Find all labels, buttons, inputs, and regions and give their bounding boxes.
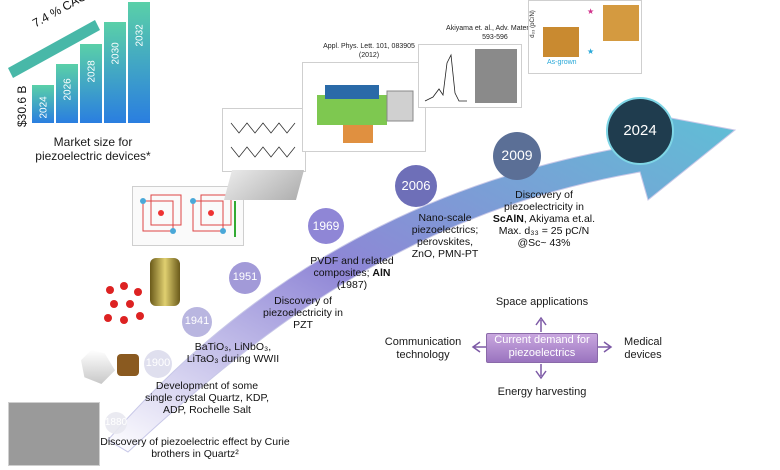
milestone-1969: PVDF and related composites; AlN (1987) bbox=[306, 255, 398, 291]
year-label-1951: 1951 bbox=[232, 271, 258, 283]
bar-label-2026: 2026 bbox=[62, 78, 74, 101]
market-base-value: $30.6 B bbox=[15, 85, 29, 127]
market-bar-chart bbox=[8, 2, 150, 123]
year-label-1941: 1941 bbox=[184, 315, 210, 327]
demand-energy: Energy harvesting bbox=[497, 386, 587, 398]
year-label-1969: 1969 bbox=[312, 219, 340, 233]
milestone-1880: Discovery of piezoelectric effect by Cur… bbox=[100, 436, 290, 460]
star-icon-pink: ★ bbox=[587, 7, 595, 16]
milestone-2009-bold: ScAlN bbox=[492, 213, 524, 225]
year-circle-2009 bbox=[493, 132, 541, 180]
inset-as-grown-label: As-grown bbox=[547, 59, 577, 66]
milestone-1951: Discovery of piezoelectricity in PZT bbox=[263, 295, 343, 331]
bar-label-2024: 2024 bbox=[38, 96, 50, 119]
milestone-2009: Discovery of piezoelectricity in ScAlN, … bbox=[486, 189, 602, 249]
pfm-map-left bbox=[543, 27, 579, 57]
star-icon-blue: ★ bbox=[587, 47, 595, 56]
aln-device-image bbox=[302, 62, 426, 152]
year-label-1880: 1880 bbox=[104, 417, 128, 428]
market-caption: Market size for piezoelectric devices* bbox=[35, 135, 151, 163]
scaln-plot-image bbox=[418, 44, 522, 108]
year-circle-1951 bbox=[229, 262, 261, 294]
quartz-crystal-image bbox=[75, 320, 145, 390]
milestone-2009-text: Discovery of piezoelectricity in bbox=[504, 189, 584, 213]
milestone-1900: Development of some single crystal Quart… bbox=[144, 380, 270, 416]
year-label-1900: 1900 bbox=[145, 357, 171, 369]
year-circle-2024 bbox=[606, 97, 674, 165]
crystal-structure-icon bbox=[100, 280, 148, 328]
pfm-inset-image: ★ ★ d₃₃ (pC/N) As-grown bbox=[528, 0, 642, 74]
milestone-2009-after: , Akiyama et.al. Max. d₃₃ = 25 pC/N @Sc~… bbox=[498, 213, 596, 249]
market-bar-2028 bbox=[80, 44, 102, 123]
year-circle-1900 bbox=[144, 350, 172, 378]
bar-label-2030: 2030 bbox=[110, 42, 122, 65]
milestone-2006: Nano-scale piezoelectrics; perovskites, … bbox=[411, 212, 479, 260]
year-circle-1941 bbox=[182, 307, 212, 337]
inset-ylabel: d₃₃ (pC/N) bbox=[529, 10, 536, 38]
milestone-1969-text: PVDF and related composites; bbox=[310, 255, 394, 279]
arrow-down bbox=[535, 364, 547, 380]
curie-photo bbox=[8, 402, 100, 466]
reference-apl: Appl. Phys. Lett. 101, 083905 (2012) bbox=[323, 43, 415, 59]
arrow-right bbox=[598, 341, 613, 353]
reference-akiyama: Akiyama et. al., Adv. Mater., 21: 593-59… bbox=[446, 25, 544, 41]
pzt-ceramic-image bbox=[150, 258, 180, 306]
year-circle-2006 bbox=[395, 165, 437, 207]
arrow-left bbox=[471, 341, 486, 353]
year-circle-1969 bbox=[308, 208, 344, 244]
market-bar-2026 bbox=[56, 64, 78, 123]
current-demand-box: Current demand for piezoelectrics bbox=[486, 333, 598, 363]
arrow-up bbox=[535, 316, 547, 332]
year-label-2024: 2024 bbox=[623, 122, 657, 139]
bar-label-2028: 2028 bbox=[86, 60, 98, 83]
demand-communication: Communication technology bbox=[384, 336, 462, 361]
pfm-map-right bbox=[603, 5, 639, 41]
growth-arrow bbox=[107, 107, 737, 453]
milestone-1969-after: (1987) bbox=[336, 279, 368, 291]
demand-space: Space applications bbox=[495, 296, 589, 308]
bar-label-2032: 2032 bbox=[134, 24, 146, 47]
year-circle-1880 bbox=[105, 412, 127, 434]
milestone-1941: BaTiO₃, LiNbO₃, LiTaO₃ during WWII bbox=[186, 341, 280, 365]
year-label-2009: 2009 bbox=[501, 147, 533, 163]
market-bar-2024 bbox=[32, 85, 54, 123]
pvdf-film-image bbox=[223, 170, 305, 200]
milestone-1969-bold: AlN bbox=[372, 267, 391, 279]
market-bar-2030 bbox=[104, 22, 126, 123]
year-label-2006: 2006 bbox=[401, 178, 431, 193]
demand-arrows bbox=[471, 316, 613, 380]
market-bar-2032 bbox=[128, 2, 150, 123]
pvdf-chain-image bbox=[222, 108, 306, 172]
cagr-arrow bbox=[8, 20, 100, 78]
demand-medical: Medical devices bbox=[624, 336, 662, 361]
